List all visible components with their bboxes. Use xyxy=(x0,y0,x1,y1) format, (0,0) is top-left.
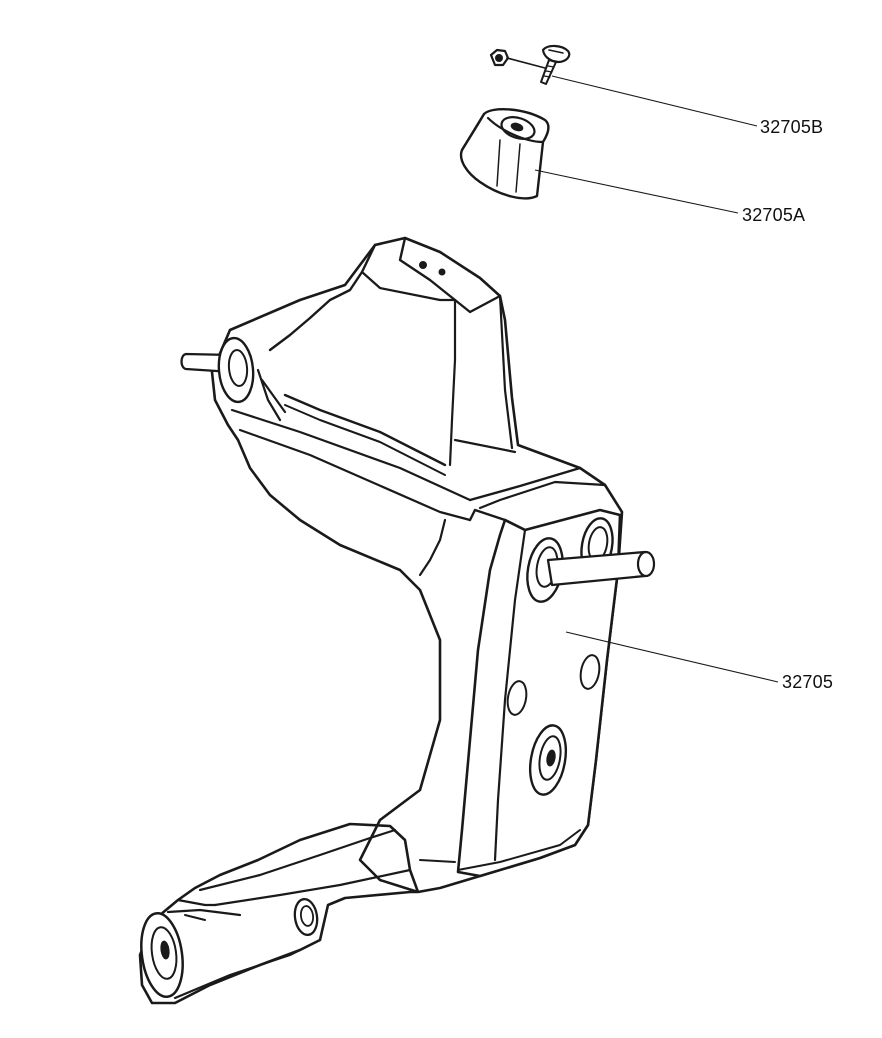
leader-32705a xyxy=(534,169,739,214)
pivot-pin-right xyxy=(546,550,656,587)
leader-32705b xyxy=(551,75,758,127)
part-number-32705a: 32705A xyxy=(742,205,806,225)
pedal-bracket xyxy=(138,236,656,1005)
part-number-32705b: 32705B xyxy=(760,117,824,137)
part-number-32705: 32705 xyxy=(782,672,834,692)
screw xyxy=(540,44,571,85)
lower-boss xyxy=(528,724,568,796)
leader-32705 xyxy=(565,631,779,683)
foot-small-boss xyxy=(293,897,319,937)
pivot-pin-left xyxy=(180,336,287,422)
hex-nut xyxy=(489,48,510,67)
rubber-bumper xyxy=(459,108,550,200)
foot-boss xyxy=(140,908,322,1000)
screw-and-nut xyxy=(489,44,571,85)
